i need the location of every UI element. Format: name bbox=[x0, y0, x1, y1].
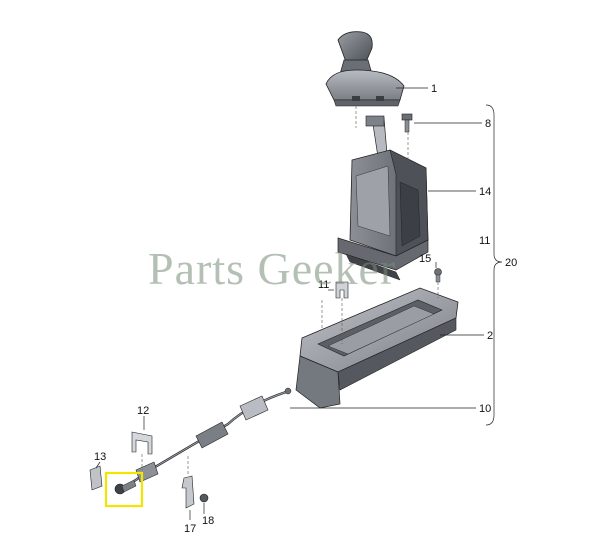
retaining-clip-part-13 bbox=[89, 465, 103, 491]
callout-11-right: 11 bbox=[479, 235, 490, 247]
callout-2: 2 bbox=[487, 330, 493, 342]
clip-part-17 bbox=[181, 475, 195, 509]
callout-14: 14 bbox=[479, 186, 491, 198]
callout-11-left: 11 bbox=[318, 279, 329, 291]
bracket-clip-part-12 bbox=[131, 431, 153, 455]
leader-lines bbox=[95, 87, 503, 520]
highlighted-cable-end bbox=[104, 471, 144, 508]
callout-8: 8 bbox=[485, 118, 491, 130]
selector-base-part bbox=[295, 287, 459, 409]
callout-10: 10 bbox=[479, 403, 491, 415]
callout-1: 1 bbox=[431, 83, 437, 95]
callout-17: 17 bbox=[184, 523, 196, 535]
gear-knob-part bbox=[325, 31, 405, 107]
callout-12: 12 bbox=[137, 405, 149, 417]
screw-part-15 bbox=[434, 268, 442, 283]
callout-13: 13 bbox=[94, 451, 106, 463]
callout-15: 15 bbox=[419, 253, 431, 265]
callout-labels: 1 8 14 11 20 15 11 2 10 12 13 17 18 bbox=[94, 83, 517, 535]
callout-18: 18 bbox=[202, 515, 214, 527]
nut-part-18 bbox=[199, 493, 209, 503]
selector-housing-part bbox=[337, 115, 429, 281]
callout-20: 20 bbox=[505, 257, 517, 269]
screw-part-8 bbox=[401, 113, 413, 133]
shift-cable-part bbox=[129, 387, 292, 485]
assembly-guide-lines bbox=[141, 106, 439, 476]
clip-part-11 bbox=[335, 281, 349, 299]
